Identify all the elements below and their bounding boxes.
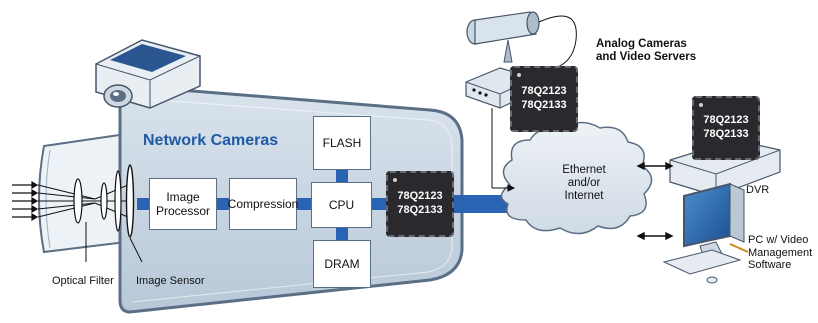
pin1-dot <box>393 178 397 182</box>
pin1-dot <box>699 103 703 107</box>
internal-data-bus <box>137 170 514 240</box>
pc-label-line3: Software <box>748 259 792 272</box>
compression-block: Compression <box>228 178 298 230</box>
cloud-line3: Internet <box>564 190 604 203</box>
dram-block: DRAM <box>313 240 371 288</box>
chip-part2: 78Q2133 <box>703 128 749 140</box>
flash-block: FLASH <box>313 116 371 170</box>
chip-part1: 78Q2123 <box>397 190 443 203</box>
chip-part1: 78Q2123 <box>703 114 749 127</box>
cloud-line1: Ethernet <box>562 164 606 176</box>
image-processor-line1: Image <box>166 189 200 204</box>
dvr-label: DVR <box>746 184 770 196</box>
pc-label-line1: PC w/ Video <box>748 234 809 246</box>
light-ray-arrows <box>12 180 39 222</box>
projector-device <box>95 39 201 109</box>
image-sensor-label: Image Sensor <box>136 275 205 287</box>
analog-header-line1: Analog Cameras <box>596 38 687 50</box>
ethernet-chip-analog: 78Q2123 78Q2133 <box>510 66 578 132</box>
double-arrow-pc <box>636 231 674 241</box>
network-cloud <box>500 121 653 235</box>
analog-header: Analog Cameras and Video Servers <box>596 38 696 64</box>
double-arrow-dvr <box>636 161 674 171</box>
ethernet-chip-dvr: 78Q2123 78Q2133 <box>692 96 760 160</box>
pc-workstation <box>662 182 749 284</box>
pc-label: PC w/ Video Management Software <box>748 234 812 272</box>
analog-link-line <box>491 108 516 192</box>
analog-camera <box>466 11 577 71</box>
cloud-line2: and/or <box>567 177 601 190</box>
ethernet-chip-camera: 78Q2123 78Q2133 <box>386 171 454 237</box>
cloud-label: Ethernet and/or Internet <box>556 164 612 204</box>
chip-part2: 78Q2133 <box>521 99 567 111</box>
chip-part2: 78Q2133 <box>397 204 443 216</box>
image-processor-block: Image Processor <box>149 178 217 230</box>
image-processor-line2: Processor <box>155 204 211 218</box>
pin1-dot <box>517 73 521 77</box>
cpu-block: CPU <box>311 182 372 228</box>
analog-header-line2: and Video Servers <box>596 51 697 64</box>
page-title: Network Cameras <box>143 132 279 149</box>
optical-lens-elements <box>37 164 143 263</box>
chip-part1: 78Q2123 <box>521 85 567 98</box>
optical-filter-label: Optical Filter <box>52 275 114 287</box>
pc-label-line2: Management <box>748 246 813 259</box>
